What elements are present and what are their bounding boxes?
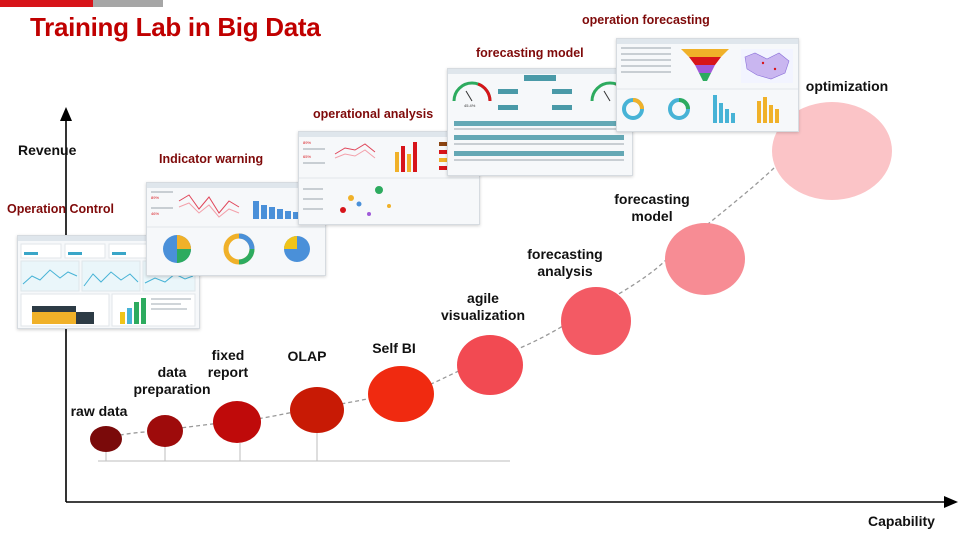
indicator-pct-a: 89% bbox=[151, 195, 159, 200]
stage-bubble-data-preparation bbox=[147, 415, 183, 447]
stage-label-agile-visualization: agile visualization bbox=[440, 290, 526, 323]
stage-label-olap: OLAP bbox=[287, 348, 327, 364]
stage-bubble-olap bbox=[290, 387, 344, 433]
stage-bubble-forecasting-model bbox=[665, 223, 745, 295]
dashboard-thumbnail-operation-forecasting bbox=[616, 38, 799, 132]
dashboard-thumbnail-forecasting-model: 45.4% bbox=[447, 68, 633, 176]
stage-bubble-forecasting-analysis bbox=[561, 287, 631, 355]
stage-bubble-fixed-report bbox=[213, 401, 261, 443]
stage-bubble-agile-visualization bbox=[457, 335, 523, 395]
dashboard-thumbnail-indicator-warning: 89% 46% bbox=[146, 182, 326, 276]
stage-label-forecasting-analysis: forecasting analysis bbox=[527, 246, 603, 279]
dashboard-label-operation-control: Operation Control bbox=[7, 202, 114, 216]
stage-bubble-optimization bbox=[772, 102, 892, 200]
y-axis-label: Revenue bbox=[18, 142, 77, 158]
dashboard-label-indicator-warning: Indicator warning bbox=[159, 152, 264, 166]
stage-label-self-bi: Self BI bbox=[372, 340, 416, 356]
stage-label-optimization: optimization bbox=[805, 78, 889, 94]
y-axis-arrow bbox=[60, 107, 72, 121]
x-axis-label: Capability bbox=[868, 513, 935, 529]
top-accent-gray bbox=[93, 0, 163, 7]
stage-bubble-raw-data bbox=[90, 426, 122, 452]
stage-label-raw-data: raw data bbox=[70, 403, 128, 419]
x-axis-arrow bbox=[944, 496, 958, 508]
top-accent-red bbox=[0, 0, 93, 7]
forecast-gauge-pct: 45.4% bbox=[464, 103, 476, 108]
page-title: Training Lab in Big Data bbox=[30, 12, 321, 42]
stage-label-data-preparation: data preparation bbox=[133, 364, 211, 397]
analysis-pct-c: 65% bbox=[303, 154, 311, 159]
analysis-pct-a: 89% bbox=[303, 140, 311, 145]
stage-label-forecasting-model: forecasting model bbox=[614, 191, 690, 224]
indicator-pct-b: 46% bbox=[151, 211, 159, 216]
dashboard-label-forecasting-model: forecasting model bbox=[476, 46, 584, 60]
dashboard-label-operational-analysis: operational analysis bbox=[313, 107, 434, 121]
stage-label-fixed-report: fixed report bbox=[207, 347, 249, 380]
dashboard-label-operation-forecasting: operation forecasting bbox=[582, 13, 710, 27]
stage-bubble-self-bi bbox=[368, 366, 434, 422]
